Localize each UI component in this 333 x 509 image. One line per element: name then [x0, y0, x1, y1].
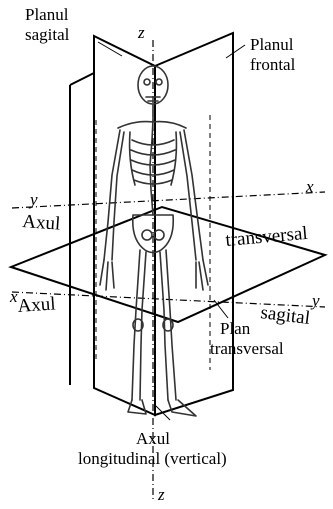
axul-upper-label: Axul	[22, 211, 61, 235]
axul-longitudinal-label-line2: longitudinal (vertical)	[78, 449, 227, 468]
z-axis-top-label: z	[137, 23, 145, 42]
transverse-axis-line	[12, 192, 325, 208]
plan-transversal-label-line2: transversal	[210, 339, 284, 358]
z-axis-bottom-label: z	[157, 485, 165, 504]
planul-frontal-label-line1: Planul	[250, 35, 294, 54]
planul-frontal-label-line2: frontal	[250, 55, 296, 74]
planul-sagital-label-line2: sagital	[25, 25, 70, 44]
planul-sagital-label-line1: Planul	[25, 5, 69, 24]
sagital-axis-label: sagital	[259, 302, 311, 329]
axul-longitudinal-label-line1: Axul	[136, 429, 170, 448]
y-axis-upper-label: y	[28, 190, 38, 209]
y-axis-lower-label: y	[310, 291, 320, 310]
plan-transversal-label-line1: Plan	[220, 319, 251, 338]
axul-lower-label: Axul	[17, 293, 56, 317]
sagittal-plane	[94, 36, 155, 415]
planul-frontal-pointer	[226, 45, 245, 58]
x-axis-upper-label: x	[305, 177, 314, 196]
